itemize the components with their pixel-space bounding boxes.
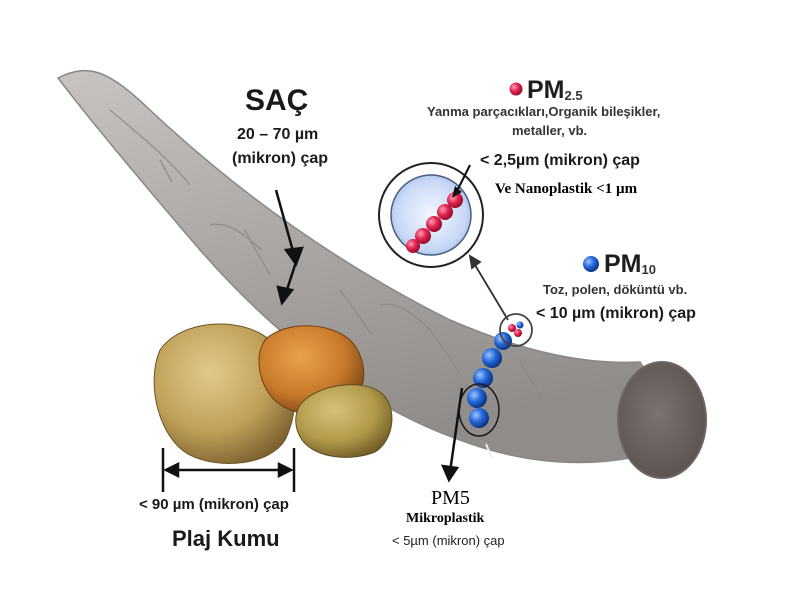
pm10-title-main: PM [604, 250, 642, 278]
sand-grains [153, 323, 393, 464]
pm10-title-sub: 10 [641, 262, 656, 277]
pm25-nanoplastic: Ve Nanoplastik <1 µm [495, 181, 638, 197]
pm25-dot-icon [509, 82, 523, 96]
pm25-desc-line1: Yanma parçacıkları,Organik bileşikler, [427, 104, 661, 119]
hair-strand [56, 70, 707, 479]
pm25-title-main: PM [527, 76, 565, 104]
pm25-desc-line2: metaller, vb. [512, 123, 588, 138]
pm25-on-hair [499, 313, 533, 347]
sand-width-arrow [161, 448, 296, 492]
pm25-size: < 2,5µm (mikron) çap [480, 152, 640, 169]
pm10-size: < 10 µm (mikron) çap [536, 305, 696, 322]
hair-diameter-arrow [274, 189, 304, 306]
sand-grain-3 [295, 384, 393, 458]
pm25-title: PM2.5 [527, 76, 583, 105]
sand-size: < 90 µm (mikron) çap [139, 496, 289, 513]
hair-unit: (mikron) çap [232, 150, 329, 167]
pm5-subtitle: Mikroplastik [406, 511, 485, 526]
pm5-tick [485, 443, 493, 459]
pm25-magnifier [378, 162, 484, 268]
hair-title: SAÇ [245, 84, 309, 117]
pm5-title: PM5 [431, 487, 470, 509]
hair-size: 20 – 70 µm [237, 126, 319, 143]
pm25-title-sub: 2.5 [564, 88, 583, 103]
pm10-dot-icon [583, 256, 599, 272]
pm10-title: PM10 [604, 250, 656, 279]
hair-cross-section [617, 361, 707, 479]
hair-cuticle-lines [109, 109, 546, 406]
pm10-particle-chain [467, 332, 512, 428]
pm25-particle-chain [406, 192, 463, 253]
magnifier-connector [468, 254, 509, 321]
pm5-pointer-arrow [440, 387, 464, 483]
pm10-desc: Toz, polen, döküntü vb. [543, 282, 688, 297]
sand-title: Plaj Kumu [172, 526, 280, 551]
pm5-size: < 5µm (mikron) çap [392, 533, 505, 548]
